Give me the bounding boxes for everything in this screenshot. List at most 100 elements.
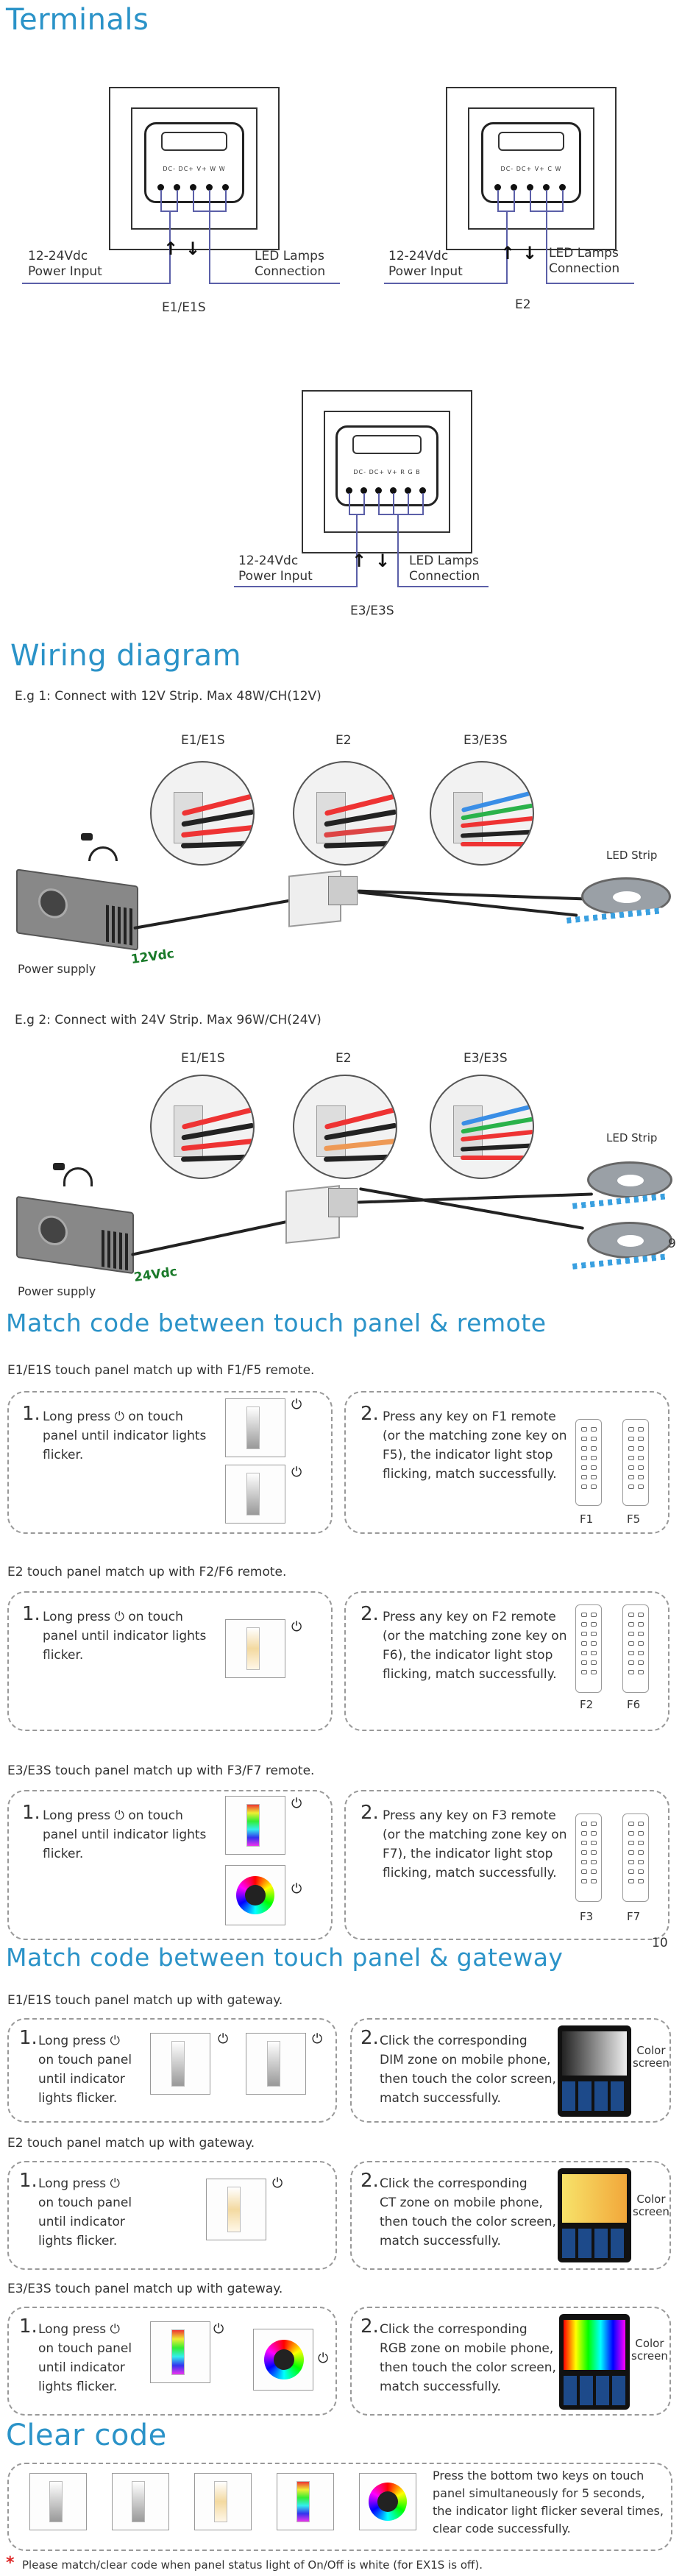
remote-key [581, 1670, 587, 1674]
touch-panel-rgb [277, 2473, 334, 2530]
remote-key [581, 1465, 587, 1470]
touch-panel-dim [225, 1465, 285, 1524]
remote-key [591, 1456, 597, 1460]
remote-key [628, 1850, 634, 1855]
arrow-down-icon: ↓ [522, 243, 538, 263]
remote-key [638, 1632, 644, 1636]
note-asterisk: * [6, 2554, 15, 2572]
step-box-1 [7, 2161, 337, 2270]
remote-key [628, 1475, 634, 1479]
remote-match-title: Match code between touch panel & remote [6, 1309, 547, 1337]
remote-key [581, 1822, 587, 1826]
remote-label: F1 [580, 1512, 594, 1526]
plug-icon [81, 833, 93, 841]
terminal-caption: E2 [515, 297, 531, 312]
power-icon: ⏻ [291, 1397, 302, 1412]
terminal-module: DC- DC+ V+ W W [144, 122, 244, 203]
remote-key [591, 1850, 597, 1855]
cable [133, 898, 294, 930]
arrow-up-icon: ↑ [500, 243, 516, 263]
connector-closeup [150, 761, 255, 866]
controller-module [328, 876, 358, 905]
step-number: 2. [360, 1403, 379, 1425]
connector-closeup [293, 1075, 397, 1179]
remote-key [638, 1850, 644, 1855]
touch-panel-ct [194, 2473, 252, 2530]
example-2-text: E.g 2: Connect with 24V Strip. Max 96W/C… [15, 1013, 322, 1027]
cable [130, 1220, 291, 1256]
step-text: Long press ⏻ on touch panel until indica… [38, 2176, 132, 2248]
remote-key [628, 1427, 634, 1432]
remote-key [628, 1613, 634, 1617]
power-icon: ⏻ [291, 1796, 302, 1811]
remote-key [581, 1831, 587, 1836]
voltage-label: 24Vdc [132, 1264, 179, 1286]
arrow-up-icon: ↑ [163, 238, 179, 259]
remote-control [622, 1814, 649, 1902]
step-number: 2. [360, 1802, 379, 1824]
remote-key [638, 1670, 644, 1674]
power-icon: ⏻ [312, 2031, 323, 2047]
power-supply-label: Power supply [18, 1284, 96, 1298]
remote-key [581, 1485, 587, 1489]
remote-key [591, 1641, 597, 1646]
touch-panel-ct [225, 1619, 285, 1678]
remote-key [628, 1437, 634, 1441]
step-number: 1. [22, 1802, 40, 1824]
touch-panel-color-wheel [225, 1865, 285, 1925]
clear-code-title: Clear code [6, 2418, 167, 2452]
power-input-label: 12-24Vdc Power Input [388, 249, 463, 279]
remote-key [628, 1632, 634, 1636]
remote-key [638, 1485, 644, 1489]
remote-key [638, 1841, 644, 1845]
phone-screen [559, 2314, 630, 2410]
remote-key [628, 1485, 634, 1489]
remote-key [628, 1456, 634, 1460]
remote-key [581, 1879, 587, 1883]
remote-key [638, 1456, 644, 1460]
remote-key [581, 1437, 587, 1441]
step-number: 2. [360, 2315, 379, 2338]
wiring-title: Wiring diagram [10, 639, 242, 673]
remote-key [591, 1446, 597, 1451]
led-strip-reel [587, 1161, 672, 1198]
step-text: Press any key on F2 remote (or the match… [383, 1610, 567, 1682]
power-icon: ⏻ [291, 1465, 302, 1480]
step-text: Click the corresponding RGB zone on mobi… [380, 2322, 556, 2394]
remote-key [591, 1869, 597, 1874]
touch-panel-color-wheel [253, 2329, 313, 2391]
remote-key [581, 1660, 587, 1665]
remote-key [628, 1651, 634, 1655]
remote-key [628, 1822, 634, 1826]
arrow-down-icon: ↓ [185, 238, 201, 259]
remote-key [638, 1465, 644, 1470]
terminal-caption: E1/E1S [162, 300, 206, 315]
step-number: 2. [360, 2027, 379, 2049]
remote-key [628, 1670, 634, 1674]
remote-key [591, 1670, 597, 1674]
remote-key [628, 1879, 634, 1883]
remote-key [581, 1456, 587, 1460]
remote-key [581, 1641, 587, 1646]
remote-key [581, 1475, 587, 1479]
step-box-2 [344, 1790, 669, 1940]
touch-panel-dim [225, 1398, 285, 1457]
remote-key [638, 1641, 644, 1646]
power-icon: ⏻ [272, 2176, 283, 2191]
step-number: 1. [22, 1603, 40, 1625]
remote-key [638, 1613, 644, 1617]
remote-key [638, 1879, 644, 1883]
remote-key [581, 1850, 587, 1855]
power-icon: ⏻ [213, 2321, 224, 2337]
power-icon: ⏻ [291, 1881, 302, 1897]
remote-key [628, 1841, 634, 1845]
remote-key [591, 1860, 597, 1864]
page-number: 9 [668, 1236, 676, 1251]
terminal-module: DC- DC+ V+ C W [481, 122, 581, 203]
step-box-2 [344, 1391, 669, 1534]
led-connection-label: LED Lamps Connection [255, 249, 326, 279]
connector-closeup [430, 1075, 534, 1179]
remote-key [591, 1427, 597, 1432]
remote-key [628, 1622, 634, 1627]
section-heading: E1/E1S touch panel match up with F1/F5 r… [7, 1363, 315, 1378]
